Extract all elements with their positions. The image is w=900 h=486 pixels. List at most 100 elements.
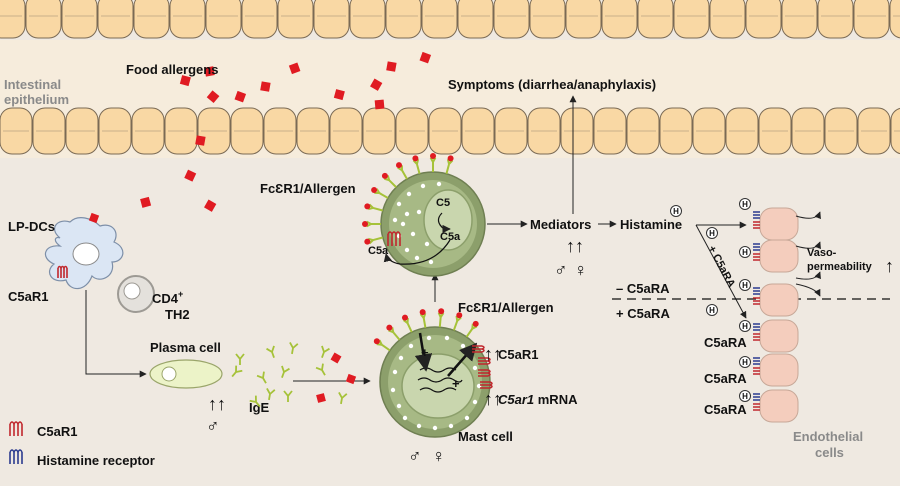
allergen-near-arrow-2 xyxy=(316,393,326,403)
food-allergens-label: Food allergens xyxy=(126,62,218,77)
epithelial-cell xyxy=(277,0,314,39)
c5ar1-receptor-dc xyxy=(57,265,68,278)
th2-label: TH2 xyxy=(165,307,190,322)
vaso-permeability-label-line1: Vaso- xyxy=(807,247,837,259)
svg-text:H: H xyxy=(742,200,748,209)
histamine-molecule: H xyxy=(706,227,718,239)
allergen-particle xyxy=(204,66,215,77)
svg-text:H: H xyxy=(709,229,715,238)
endothelial-cell xyxy=(759,319,799,353)
c5-label: C5 xyxy=(436,197,450,209)
granule xyxy=(390,387,396,393)
fce-receptor-stem xyxy=(438,317,442,328)
endothelial-cells-label-line1: Endothelial xyxy=(793,429,863,444)
svg-text:H: H xyxy=(709,306,715,315)
ige-antibody xyxy=(256,371,267,384)
intestinal-epithelium-label-line2: epithelium xyxy=(4,92,69,107)
epithelial-cell xyxy=(493,0,530,39)
svg-text:H: H xyxy=(742,392,748,401)
plasma-cell xyxy=(149,359,223,389)
c5ar1-receptor xyxy=(472,345,485,353)
svg-text:H: H xyxy=(742,358,748,367)
lp-dcs-label: LP-DCs xyxy=(8,219,55,234)
svg-text:H: H xyxy=(742,248,748,257)
granule xyxy=(404,211,410,217)
c5ara-label-1: C5aRA xyxy=(704,335,747,350)
granule xyxy=(404,247,410,253)
bound-allergen xyxy=(396,162,402,169)
mediators-label: Mediators xyxy=(530,217,591,232)
histamine-molecule: H xyxy=(739,198,751,210)
c5ar1-receptor xyxy=(753,221,760,229)
granule xyxy=(426,335,432,341)
epithelial-cell xyxy=(25,0,62,39)
ige-antibody xyxy=(235,353,245,365)
fce-receptor-arms xyxy=(419,312,427,319)
c5ar1-receptor-mast-top xyxy=(387,231,401,246)
histamine-receptor xyxy=(753,243,760,251)
plasma-male-symbol: ♂ xyxy=(206,416,220,436)
fce-receptor-stem xyxy=(401,169,408,180)
epithelial-cell xyxy=(781,0,818,39)
ige-antibody xyxy=(231,365,243,378)
epithelial-cell xyxy=(745,0,782,39)
epithelial-cell xyxy=(205,0,242,39)
minus-c5ara-label: – C5aRA xyxy=(616,281,670,296)
mast-female-symbol: ♀ xyxy=(432,446,446,466)
granule xyxy=(396,403,402,409)
allergen-near-arrow xyxy=(345,373,357,385)
dc-to-plasma-arrow xyxy=(85,290,147,378)
fce-receptor-stem xyxy=(372,236,384,242)
epithelial-cell xyxy=(349,0,386,39)
mast-cell-bottom xyxy=(379,326,491,438)
legend-histamine-receptor-label: Histamine receptor xyxy=(37,453,155,468)
epithelial-cell xyxy=(313,0,350,39)
histamine-receptor xyxy=(753,211,760,219)
granule xyxy=(416,423,422,429)
ige-antibody xyxy=(338,391,348,405)
bound-allergen xyxy=(430,153,436,159)
endothelial-cell xyxy=(759,283,799,317)
fce-receptor-stem xyxy=(452,320,459,331)
histamine-receptor xyxy=(753,323,760,331)
c5ar1-receptor xyxy=(753,297,760,305)
endothelial-cell xyxy=(759,239,799,273)
epithelial-cell xyxy=(601,0,638,39)
c5a-outer-label: C5a xyxy=(368,245,389,257)
granule xyxy=(432,425,438,431)
granule xyxy=(406,191,412,197)
mediators-male-symbol: ♂ xyxy=(554,260,568,280)
mast-cell-label: Mast cell xyxy=(458,429,513,444)
granule xyxy=(410,231,416,237)
histamine-molecule: H xyxy=(739,246,751,258)
ige-antibody xyxy=(281,365,290,378)
granule xyxy=(408,343,414,349)
histamine-molecule: H xyxy=(739,320,751,332)
histamine-molecule: H xyxy=(670,205,682,217)
bound-allergen xyxy=(401,314,408,321)
fce-receptor-arms xyxy=(368,203,374,211)
epithelial-cell xyxy=(133,0,170,39)
fce-receptor-arms xyxy=(471,323,478,330)
mediators-up-arrows: ↑↑ xyxy=(566,236,584,256)
granule xyxy=(436,181,442,187)
granule xyxy=(472,365,478,371)
fce-receptor-stem xyxy=(392,331,401,341)
histamine-molecule: H xyxy=(739,390,751,402)
granule xyxy=(444,335,450,341)
fce-receptor-stem xyxy=(372,206,384,212)
epithelial-cell xyxy=(0,0,26,39)
fce-receptor-stem xyxy=(465,328,474,338)
fce-receptor-stem xyxy=(445,163,451,175)
fce-receptor-stem xyxy=(406,322,413,333)
epithelial-cell xyxy=(889,0,900,39)
epithelial-cell xyxy=(61,0,98,39)
epithelial-cell xyxy=(97,0,134,39)
allergen-particle xyxy=(288,62,301,75)
bound-allergen xyxy=(386,324,393,331)
bound-allergen xyxy=(419,309,426,316)
histamine-label: Histamine xyxy=(620,217,682,232)
epithelial-cell xyxy=(457,0,494,39)
mediators-female-symbol: ♀ xyxy=(574,260,588,280)
